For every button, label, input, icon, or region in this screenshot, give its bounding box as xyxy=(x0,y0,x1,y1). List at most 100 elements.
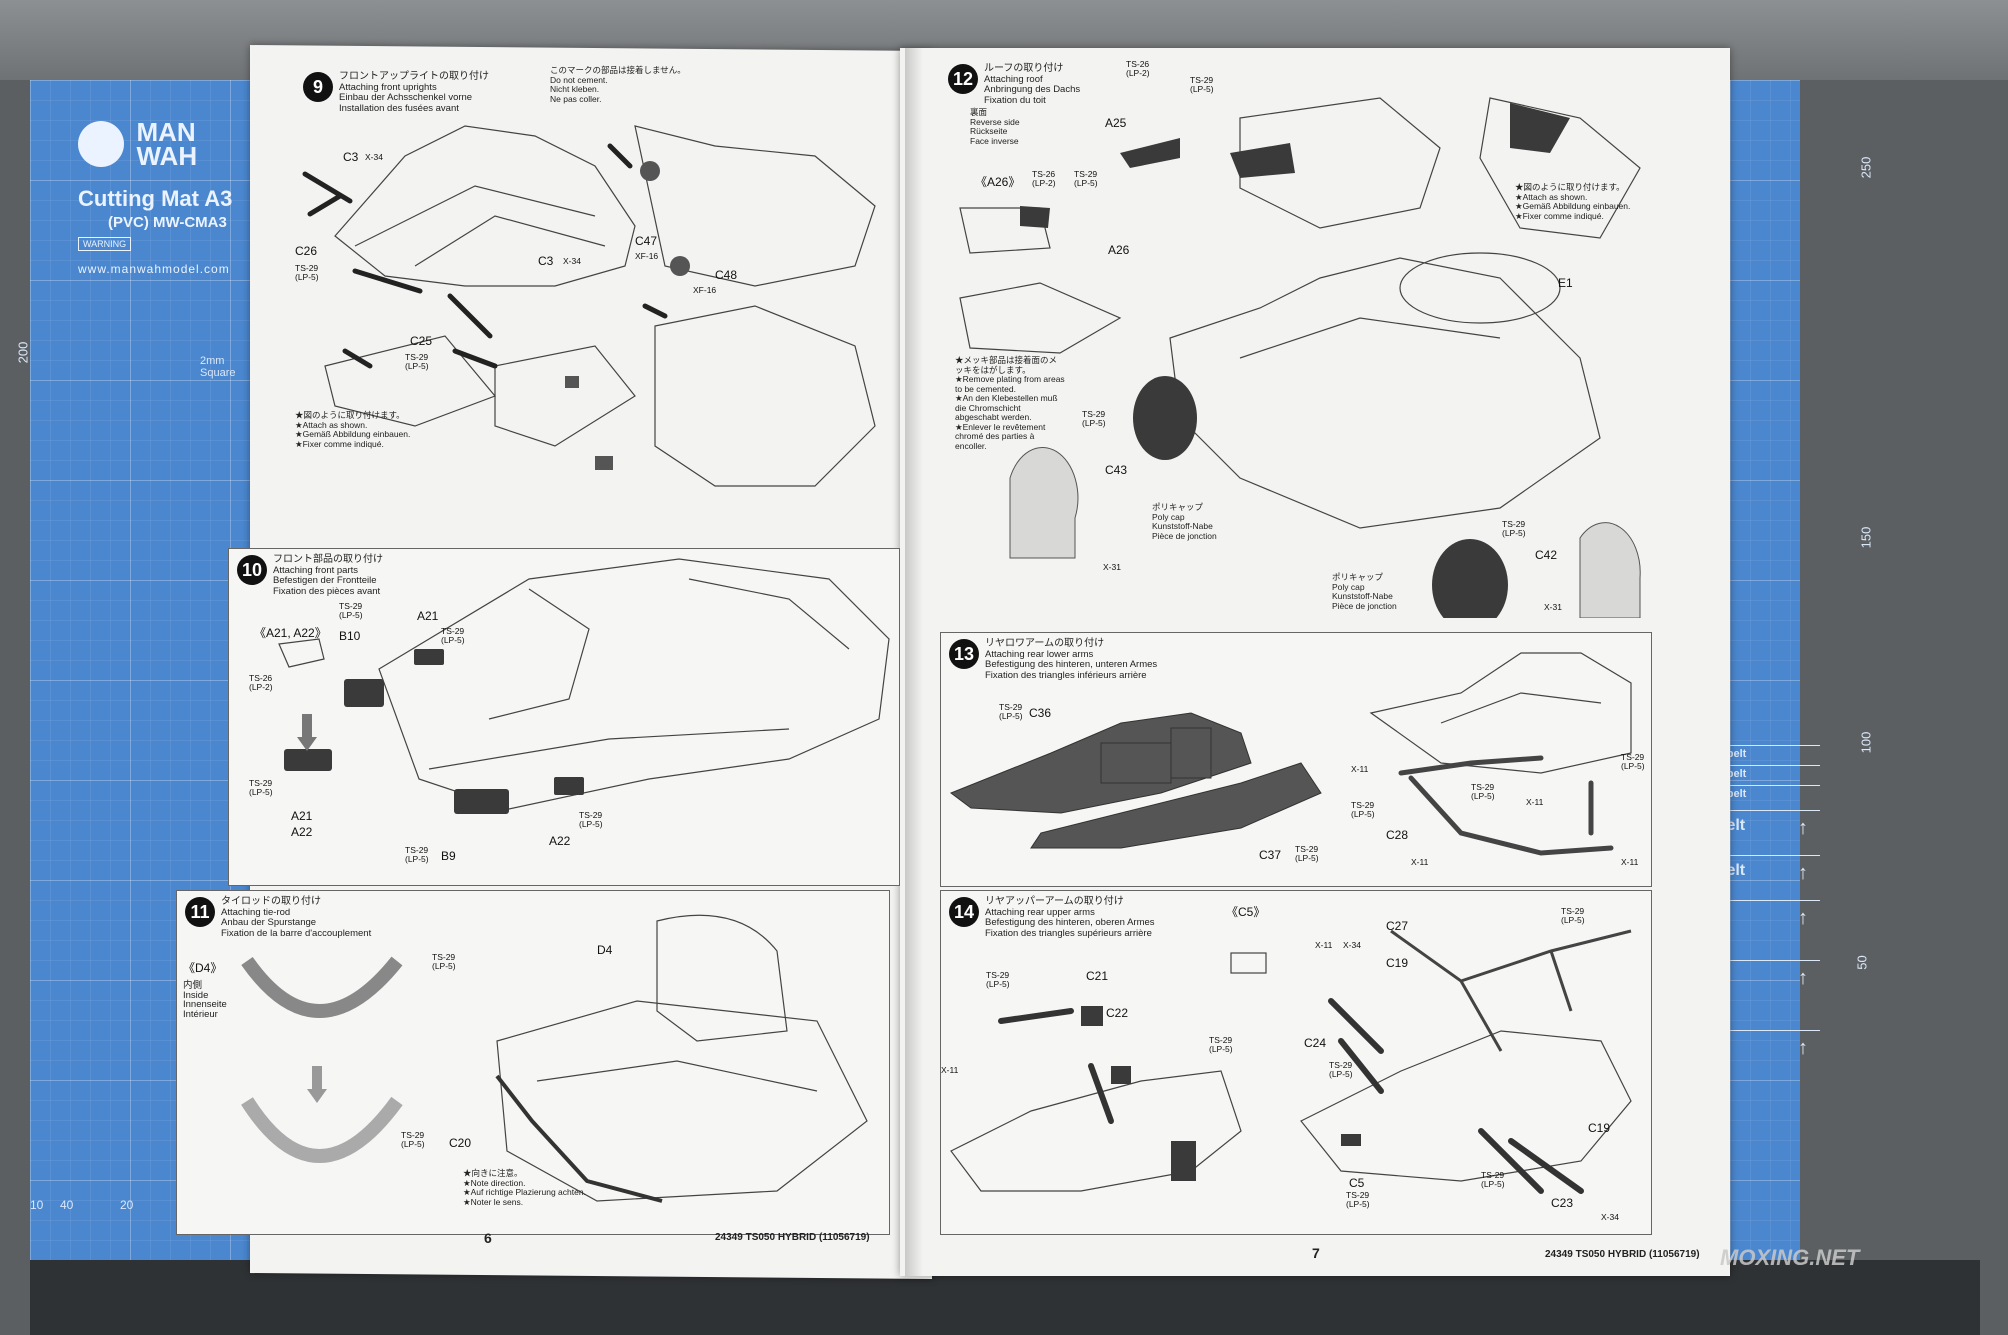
step-titles: フロント部品の取り付け Attaching front parts Befest… xyxy=(273,554,383,597)
part-label: C47 xyxy=(635,234,658,248)
paint-label: TS-29 (LP-5) xyxy=(986,970,1010,989)
part-label: C3 xyxy=(343,150,359,164)
up-arrow-icon: ↑ xyxy=(1798,817,1808,839)
paint-label: TS-26 (LP-2) xyxy=(1032,169,1056,188)
step-10: 10 フロント部品の取り付け Attaching front parts Bef… xyxy=(228,548,900,886)
part-label: C3 xyxy=(538,254,554,268)
mat-branding: MAN WAH Cutting Mat A3 (PVC) MW-CMA3 WAR… xyxy=(78,117,278,276)
square-label: 2mm Square xyxy=(200,355,236,379)
paint-label: XF-16 xyxy=(635,251,659,261)
paint-label: X-11 xyxy=(941,1065,959,1075)
step-9: 9 フロントアップライトの取り付け Attaching front uprigh… xyxy=(295,65,895,536)
step-14: 14 リヤアッパーアームの取り付け Attaching rear upper a… xyxy=(940,890,1652,1235)
step-titles: フロントアップライトの取り付け Attaching front uprights… xyxy=(339,71,489,114)
paint-label: X-11 xyxy=(1351,764,1369,774)
mat-number: 50 xyxy=(1854,955,1870,970)
part-label: C21 xyxy=(1086,969,1109,983)
paint-label: TS-29 (LP-5) xyxy=(1329,1060,1353,1079)
mat-number: 200 xyxy=(15,341,31,364)
paint-label: TS-29 (LP-5) xyxy=(249,778,273,797)
paint-label: TS-29 (LP-5) xyxy=(1561,906,1585,925)
up-arrow-icon: ↑ xyxy=(1798,967,1808,989)
paint-label: TS-29 (LP-5) xyxy=(1351,800,1375,819)
paint-label: X-11 xyxy=(1411,857,1429,867)
step-11: 11 タイロッドの取り付け Attaching tie-rod Anbau de… xyxy=(176,890,890,1235)
paint-label: X-11 xyxy=(1526,797,1544,807)
paint-label: TS-29 (LP-5) xyxy=(405,845,429,864)
step-number: 13 xyxy=(949,639,979,669)
paint-label: TS-29 (LP-5) xyxy=(339,601,363,620)
paint-label: X-31 xyxy=(1544,602,1562,612)
site-watermark: MOXING.NET xyxy=(1720,1245,1860,1270)
paint-label: X-34 xyxy=(563,256,581,266)
reverse-side-note: 裏面 Reverse side Rückseite Face inverse xyxy=(970,107,1020,146)
paint-label: TS-29 (LP-5) xyxy=(405,352,429,371)
paint-label: TS-29 (LP-5) xyxy=(1074,169,1098,188)
mat-url: www.manwahmodel.com xyxy=(78,262,230,276)
paint-label: TS-29 (LP-5) xyxy=(1621,752,1645,771)
paint-label: TS-29 (LP-5) xyxy=(1346,1190,1370,1209)
paint-label: TS-26 (LP-2) xyxy=(249,673,273,692)
part-label: A21 xyxy=(417,609,439,623)
step-10-diagram xyxy=(278,558,890,814)
part-label: C48 xyxy=(715,268,738,282)
mat-number: 100 xyxy=(1858,731,1874,754)
part-label: A22 xyxy=(291,825,313,839)
sub-label: 《A21, A22》 xyxy=(254,626,327,640)
paint-label: TS-29 (LP-5) xyxy=(999,702,1023,721)
mat-number: 150 xyxy=(1858,526,1874,549)
paint-label: X-34 xyxy=(1601,1212,1619,1222)
part-label: B9 xyxy=(441,849,456,863)
step-12-diagram xyxy=(959,97,1641,618)
mat-number: 250 xyxy=(1858,156,1874,179)
part-label: A21 xyxy=(291,809,313,823)
step-number: 10 xyxy=(237,555,267,585)
up-arrow-icon: ↑ xyxy=(1798,907,1808,929)
page-footer: 24349 TS050 HYBRID (11056719) xyxy=(715,1232,870,1243)
paint-label: TS-26 (LP-2) xyxy=(1126,59,1150,78)
part-label: C5 xyxy=(1349,1176,1365,1190)
inside-label: 内側 Inside Innenseite Intérieur xyxy=(183,980,227,1020)
step-titles: リヤアッパーアームの取り付け Attaching rear upper arms… xyxy=(985,896,1155,939)
step-13: 13 リヤロワアームの取り付け Attaching rear lower arm… xyxy=(940,632,1652,887)
paint-label: TS-29 (LP-5) xyxy=(401,1130,425,1149)
polycap-note: ポリキャップ Poly cap Kunststoff-Nabe Pièce de… xyxy=(1332,572,1397,611)
attach-note: ★図のように取り付けます。 ★Attach as shown. ★Gemäß A… xyxy=(295,410,411,449)
manwah-logo-icon xyxy=(78,121,124,167)
up-arrow-icon: ↑ xyxy=(1798,1037,1808,1059)
part-label: C24 xyxy=(1304,1036,1327,1050)
paint-label: XF-16 xyxy=(693,285,717,295)
step-number: 14 xyxy=(949,897,979,927)
part-label: C19 xyxy=(1588,1121,1611,1135)
paint-label: TS-29 (LP-5) xyxy=(1190,75,1214,94)
no-cement-note: このマークの部品は接着しません。 Do not cement. Nicht kl… xyxy=(550,65,686,104)
warning-badge: WARNING xyxy=(78,237,132,251)
mat-number: 40 xyxy=(60,1198,74,1212)
page-footer: 24349 TS050 HYBRID (11056719) xyxy=(1545,1249,1700,1260)
mat-number: 10 xyxy=(30,1198,44,1212)
plating-note: ★メッキ部品は接着面のメッキをはがします。 ★Remove plating fr… xyxy=(955,355,1065,451)
step-titles: ルーフの取り付け Attaching roof Anbringung des D… xyxy=(984,63,1081,106)
paint-label: X-34 xyxy=(365,152,383,162)
sub-label: 《D4》 xyxy=(183,961,223,975)
booklet-spine xyxy=(905,48,923,1276)
step-12: 12 ルーフの取り付け Attaching roof Anbringung de… xyxy=(940,58,1660,618)
paint-label: TS-29 (LP-5) xyxy=(1209,1035,1233,1054)
sub-label: 《C5》 xyxy=(1226,905,1266,919)
attach-note: ★図のように取り付けます。 ★Attach as shown. ★Gemäß A… xyxy=(1515,182,1631,221)
direction-note: ★向きに注意。 ★Note direction. ★Auf richtige P… xyxy=(463,1168,586,1207)
part-label: C25 xyxy=(410,334,433,348)
part-label: C23 xyxy=(1551,1196,1574,1210)
paint-label: TS-29 (LP-5) xyxy=(1502,519,1526,538)
step-number: 9 xyxy=(303,72,333,102)
part-label: C37 xyxy=(1259,848,1282,862)
mat-number: 20 xyxy=(120,1198,134,1212)
paint-label: X-34 xyxy=(1343,940,1361,950)
mat-code: (PVC) MW-CMA3 xyxy=(108,214,227,231)
mat-logo-text: MAN WAH xyxy=(136,117,198,171)
step-11-diagram xyxy=(241,914,868,1203)
paint-label: TS-29 (LP-5) xyxy=(295,263,319,282)
paint-label: TS-29 (LP-5) xyxy=(432,952,456,971)
part-label: C43 xyxy=(1105,463,1128,477)
paint-label: TS-29 (LP-5) xyxy=(1471,782,1495,801)
